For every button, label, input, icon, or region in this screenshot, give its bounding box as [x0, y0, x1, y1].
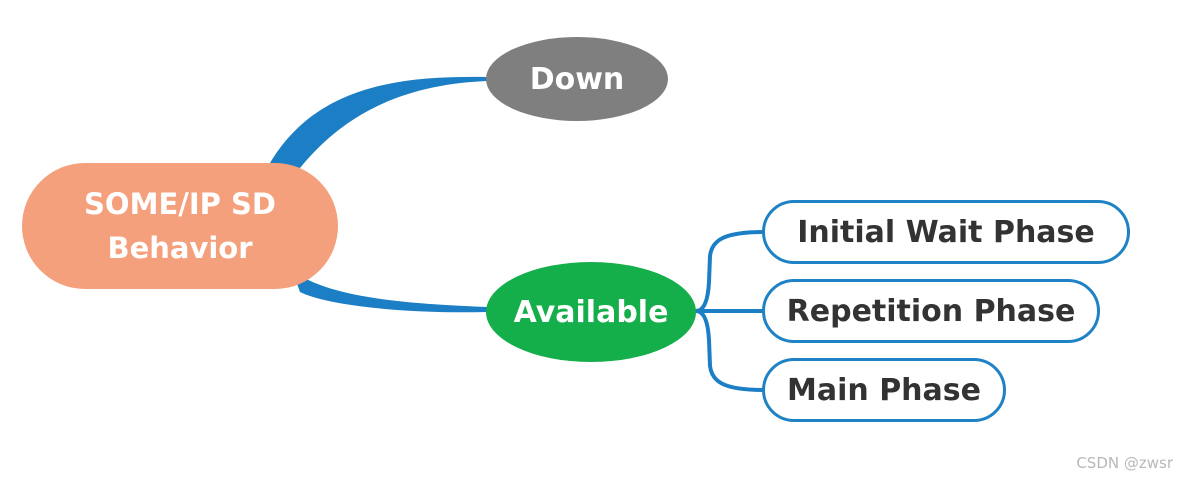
connector-root-down: [270, 76, 487, 168]
phase-node-label: Initial Wait Phase: [797, 214, 1095, 250]
phase-node-label: Main Phase: [787, 372, 981, 408]
state-node-down-label: Down: [529, 61, 625, 97]
watermark: CSDN @zwsr: [1076, 454, 1173, 472]
phase-node-label: Repetition Phase: [786, 293, 1076, 329]
phase-node-repetition: Repetition Phase: [762, 279, 1100, 343]
phase-node-main: Main Phase: [762, 358, 1006, 422]
connector-root-available: [292, 270, 487, 313]
connector-available-phase-1: [694, 230, 766, 313]
connector-available-phase-3: [694, 309, 766, 392]
root-node-line-1: SOME/IP SD: [84, 187, 276, 221]
root-node: SOME/IP SD Behavior: [22, 163, 338, 289]
state-node-available: Available: [486, 262, 696, 362]
phase-node-initial-wait: Initial Wait Phase: [762, 200, 1130, 264]
root-node-line-2: Behavior: [107, 231, 253, 265]
state-node-down: Down: [486, 37, 668, 121]
state-node-available-label: Available: [513, 294, 669, 330]
